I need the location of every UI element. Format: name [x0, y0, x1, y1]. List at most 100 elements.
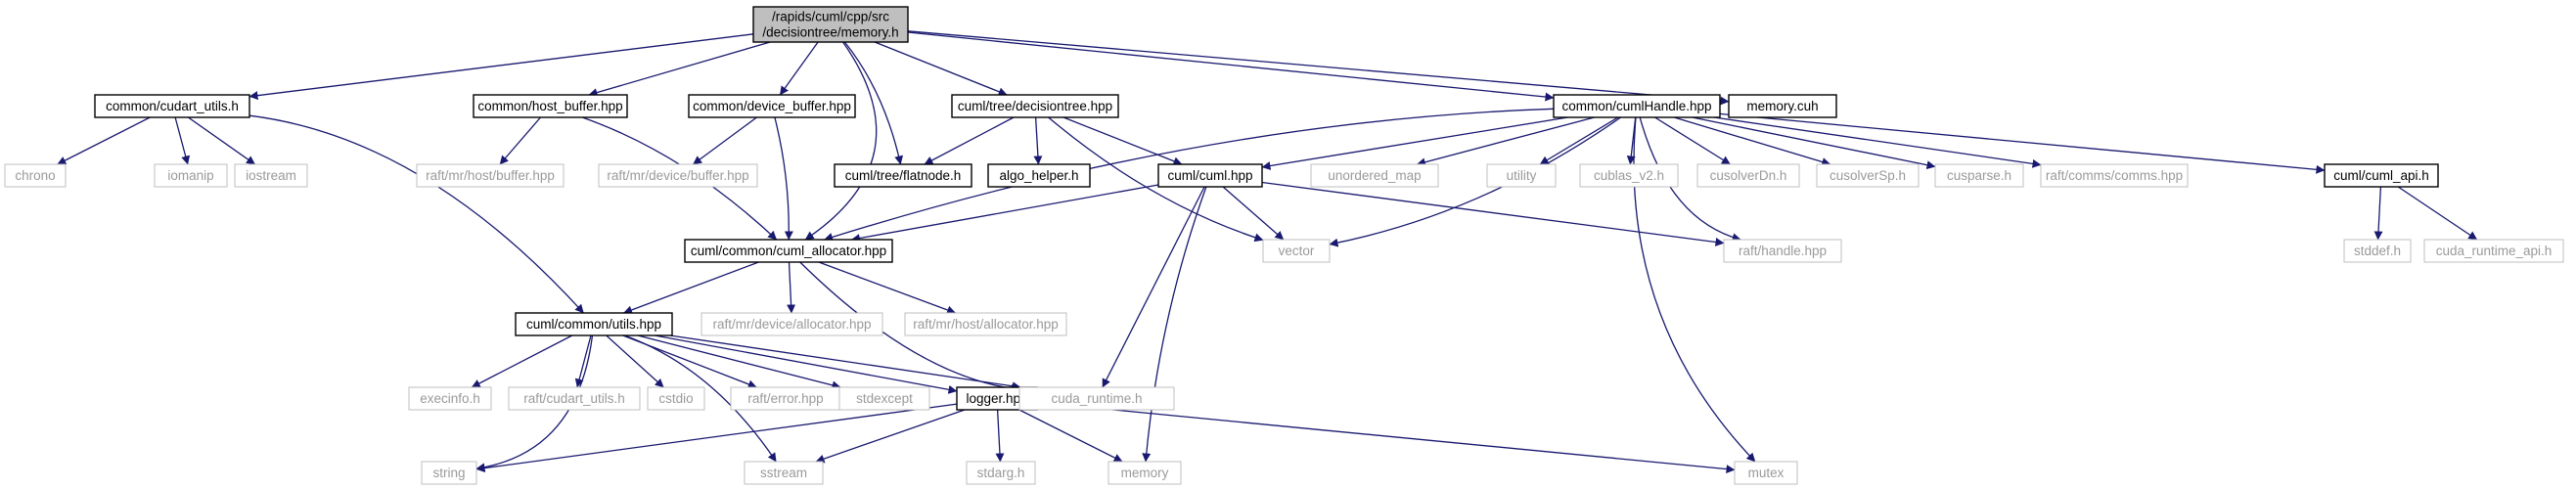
node-label-stddef: stddef.h [2354, 244, 2401, 258]
node-label-raft_cudart_utils: raft/cudart_utils.h [523, 391, 625, 406]
edge-cuml_allocator-to-raft_device_allocator [787, 261, 796, 314]
node-box-iostream [234, 163, 308, 188]
node-box-raft_device_allocator [700, 312, 883, 336]
node-stdexcept: stdexcept [838, 386, 930, 411]
node-box-utility [1486, 163, 1557, 188]
node-execinfo: execinfo.h [408, 386, 492, 411]
node-memory_cuh[interactable]: memory.cuh [1728, 94, 1837, 118]
node-device_buffer[interactable]: common/device_buffer.hpp [688, 94, 856, 118]
node-label-algo_helper: algo_helper.h [999, 168, 1078, 183]
node-label-device_buffer: common/device_buffer.hpp [693, 99, 851, 113]
edge-decisiontree_hpp-to-vector [1048, 116, 1264, 243]
node-label-raft_host_buffer: raft/mr/host/buffer.hpp [426, 168, 555, 183]
node-box-chrono [4, 163, 67, 188]
edge-logger-to-mutex [1036, 401, 1736, 474]
node-box-cuml_api [2324, 163, 2439, 188]
node-cuml_allocator[interactable]: cuml/common/cuml_allocator.hpp [684, 239, 893, 263]
node-memory: memory [1107, 461, 1182, 485]
node-flatnode[interactable]: cuml/tree/flatnode.h [834, 163, 972, 188]
edge-decisiontree_hpp-to-algo_helper [1033, 116, 1043, 165]
node-box-cusolversp [1816, 163, 1920, 188]
node-cudart_utils[interactable]: common/cudart_utils.h [94, 94, 250, 118]
node-label-cusolversp: cusolverSp.h [1830, 168, 1906, 183]
node-box-cuml_allocator [684, 239, 893, 263]
node-cumlhandle[interactable]: common/cumlHandle.hpp [1553, 94, 1721, 118]
node-label-cuml_allocator: cuml/common/cuml_allocator.hpp [691, 244, 886, 258]
node-box-unordered_map [1310, 163, 1439, 188]
node-box-stdarg [966, 461, 1036, 485]
edge-device_buffer-to-cuml_allocator [774, 116, 793, 241]
node-box-stddef [2343, 239, 2412, 263]
node-box-host_buffer [473, 94, 628, 118]
node-box-cuda_runtime_api [2423, 239, 2564, 263]
node-box-cublas [1579, 163, 1679, 188]
node-box-cudart_utils [94, 94, 250, 118]
edge-cuml_api-to-stddef [2373, 186, 2383, 241]
node-box-raft_host_buffer [416, 163, 565, 188]
node-label-cublas: cublas_v2.h [1594, 168, 1664, 183]
edge-cuml_hpp-to-cuda_runtime [1102, 186, 1205, 388]
node-box-sstream [744, 461, 824, 485]
node-raft_handle: raft/handle.hpp [1723, 239, 1842, 263]
node-label-stdarg: stdarg.h [977, 466, 1025, 480]
edge-cuml_hpp-to-cuml_allocator [850, 184, 1159, 243]
node-box-raft_cudart_utils [508, 386, 641, 411]
edge-root-to-host_buffer [588, 41, 771, 97]
node-cuml_hpp[interactable]: cuml/cuml.hpp [1157, 163, 1263, 188]
node-box-memory_cuh [1728, 94, 1837, 118]
node-host_buffer[interactable]: common/host_buffer.hpp [473, 94, 628, 118]
node-mutex: mutex [1734, 461, 1798, 485]
node-label-raft_device_buffer: raft/mr/device/buffer.hpp [607, 168, 748, 183]
node-chrono: chrono [4, 163, 67, 188]
node-box-root [752, 6, 909, 43]
node-algo_helper[interactable]: algo_helper.h [987, 163, 1091, 188]
edge-root-to-cudart_utils [249, 33, 754, 101]
node-label-iomanip: iomanip [167, 168, 213, 183]
node-common_utils[interactable]: cuml/common/utils.hpp [515, 312, 673, 336]
edge-decisiontree_hpp-to-flatnode [924, 116, 1015, 165]
edge-logger-to-memory [1018, 409, 1123, 463]
node-box-raft_device_buffer [598, 163, 758, 188]
node-box-cusolverdn [1696, 163, 1800, 188]
edge-cudart_utils-to-common_utils [249, 114, 584, 314]
edge-common_utils-to-cstdio [606, 334, 664, 388]
edge-root-to-memory_cuh [907, 30, 1730, 106]
node-label-decisiontree_hpp: cuml/tree/decisiontree.hpp [958, 99, 1112, 113]
node-box-string [421, 461, 477, 485]
edge-cumlhandle-to-vector [1329, 116, 1621, 247]
node-label-raft_device_allocator: raft/mr/device/allocator.hpp [712, 317, 871, 332]
node-cuml_api[interactable]: cuml/cuml_api.h [2324, 163, 2439, 188]
edge-decisiontree_hpp-to-cuml_hpp [1062, 116, 1183, 166]
node-cuda_runtime: cuda_runtime.h [1018, 386, 1175, 411]
node-label-cuml_hpp: cuml/cuml.hpp [1167, 168, 1252, 183]
node-label-string: string [432, 466, 465, 480]
node-raft_host_buffer: raft/mr/host/buffer.hpp [416, 163, 565, 188]
edge-cumlhandle-to-cuml_allocator [824, 108, 1555, 242]
edge-cumlhandle-to-cusparse [1692, 116, 1936, 170]
node-label-cuml_api: cuml/cuml_api.h [2333, 168, 2429, 183]
edge-cuml_hpp-to-raft_handle [1261, 181, 1725, 246]
edge-root-to-decisiontree_hpp [874, 41, 1008, 97]
edge-cuml_allocator-to-cuda_runtime [799, 261, 1020, 393]
node-decisiontree_hpp[interactable]: cuml/tree/decisiontree.hpp [951, 94, 1119, 118]
node-box-mutex [1734, 461, 1798, 485]
node-box-stdexcept [838, 386, 930, 411]
node-label-flatnode: cuml/tree/flatnode.h [845, 168, 962, 183]
node-label-mutex: mutex [1748, 466, 1785, 480]
node-logger[interactable]: logger.hpp [956, 386, 1038, 411]
node-cusolverdn: cusolverDn.h [1696, 163, 1800, 188]
edge-common_utils-to-execinfo [471, 334, 573, 388]
node-box-device_buffer [688, 94, 856, 118]
node-box-cstdio [647, 386, 705, 411]
node-box-execinfo [408, 386, 492, 411]
edge-cumlhandle-to-unordered_map [1416, 116, 1595, 167]
edge-cumlhandle-to-cuml_hpp [1261, 116, 1568, 170]
edge-cuml_allocator-to-raft_host_allocator [818, 261, 957, 315]
node-raft_device_allocator: raft/mr/device/allocator.hpp [700, 312, 883, 336]
node-label-memory_cuh: memory.cuh [1746, 99, 1818, 113]
node-root[interactable]: /rapids/cuml/cpp/src/decisiontree/memory… [752, 6, 909, 43]
node-label-execinfo: execinfo.h [420, 391, 480, 406]
edge-logger-to-sstream [815, 409, 966, 464]
edge-common_utils-to-sstream [624, 334, 777, 463]
node-label-cstdio: cstdio [658, 391, 693, 406]
